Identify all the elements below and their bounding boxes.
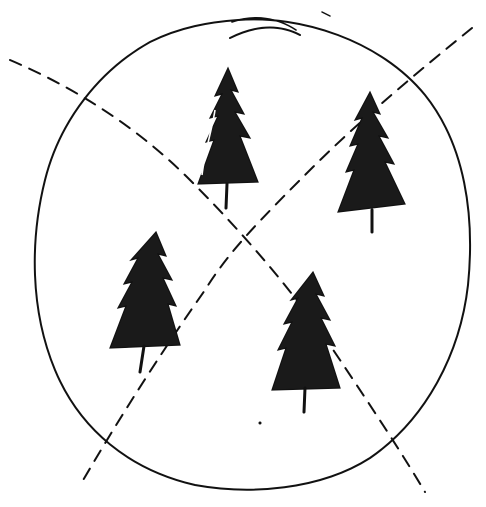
tree-bottom-right [272,272,340,412]
circle-overlap-stroke [230,28,300,38]
tree-bottom-left [110,232,180,372]
stray-dot [259,422,262,425]
tree-top-right [338,92,405,232]
tree-top-center [198,68,258,208]
stray-mark [322,12,330,16]
circle-boundary [35,19,470,489]
